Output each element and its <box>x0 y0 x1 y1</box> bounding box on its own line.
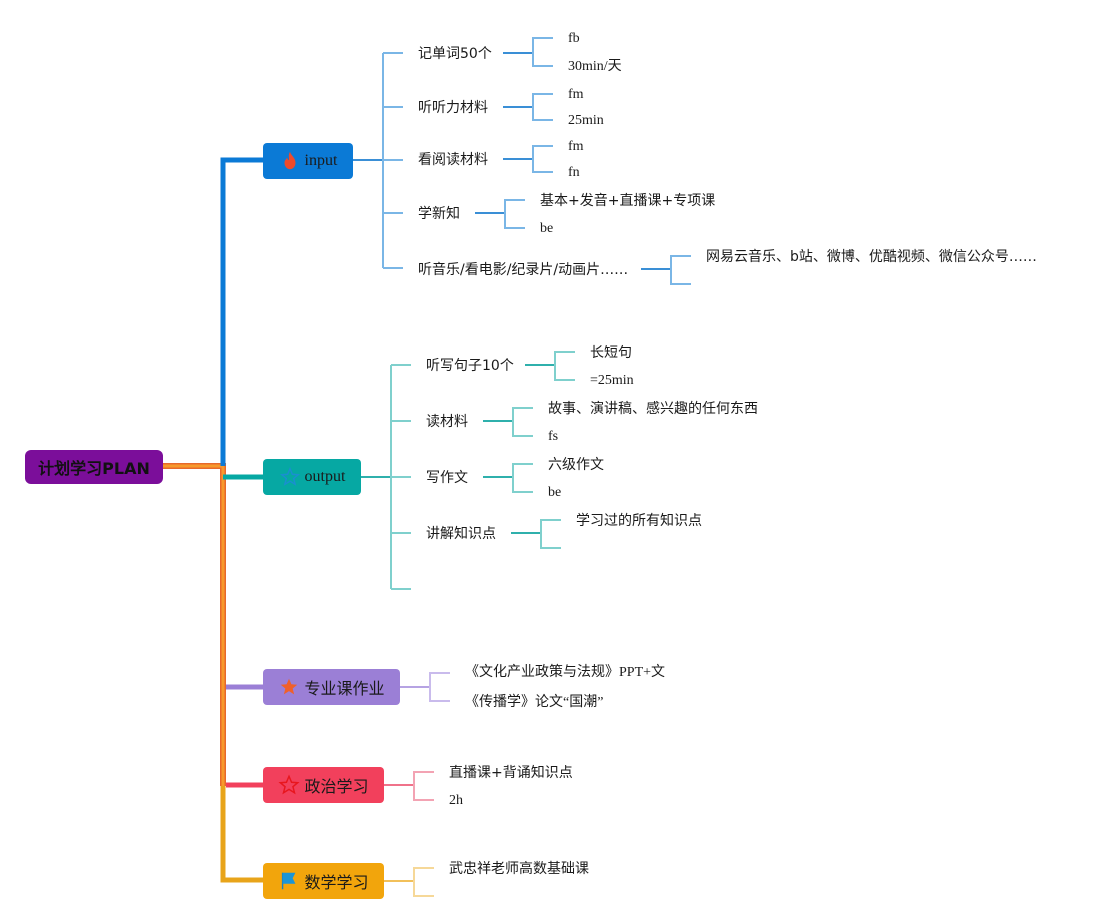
leaf-topic[interactable]: 25min <box>568 113 604 128</box>
leaf-topic[interactable]: be <box>548 485 562 500</box>
branch-output[interactable]: output <box>263 459 361 495</box>
connector-input <box>220 157 263 466</box>
subtopic[interactable]: 听听力材料 <box>418 100 488 116</box>
leaf-topic[interactable]: 长短句 <box>590 345 632 361</box>
leaf-topic[interactable]: fn <box>568 165 580 180</box>
major-subtree-lines <box>400 672 450 702</box>
leaf-topic[interactable]: fs <box>548 429 559 444</box>
branch-politics[interactable]: 政治学习 <box>263 767 384 803</box>
connector-root-trunk <box>163 463 226 786</box>
leaf-topic[interactable]: fb <box>568 31 580 46</box>
leaf-topic[interactable]: 武忠祥老师高数基础课 <box>449 861 589 877</box>
fire-icon <box>279 150 301 172</box>
output-subtree-lines <box>361 351 575 590</box>
subtopic[interactable]: 听音乐/看电影/纪录片/动画片…… <box>418 262 629 278</box>
leaf-topic[interactable]: 六级作文 <box>548 457 604 473</box>
connector-math <box>220 786 263 883</box>
branch-math[interactable]: 数学学习 <box>263 863 384 899</box>
root-topic-label: 计划学习PLAN <box>38 459 150 478</box>
leaf-topic[interactable]: 《传播学》论文“国潮” <box>465 695 604 710</box>
star-outline-red-icon <box>278 774 301 796</box>
subtopic[interactable]: 讲解知识点 <box>426 526 496 542</box>
leaf-topic[interactable]: fm <box>568 139 584 154</box>
branch-input[interactable]: input <box>263 143 353 179</box>
leaf-topic[interactable]: 《文化产业政策与法规》PPT+文 <box>465 665 666 680</box>
subtopic[interactable]: 记单词50个 <box>418 46 492 62</box>
root-topic[interactable]: 计划学习PLAN <box>25 450 163 484</box>
subtopic[interactable]: 听写句子10个 <box>426 358 514 374</box>
leaf-topic[interactable]: fm <box>568 87 584 102</box>
input-subtree-lines <box>353 37 691 285</box>
subtopic[interactable]: 学新知 <box>418 206 460 222</box>
leaf-topic[interactable]: be <box>540 221 554 236</box>
branch-major-homework[interactable]: 专业课作业 <box>263 669 400 705</box>
leaf-topic[interactable]: 故事、演讲稿、感兴趣的任何东西 <box>548 401 758 417</box>
leaf-topic[interactable]: 网易云音乐、b站、微博、优酷视频、微信公众号…… <box>706 249 1037 265</box>
branch-politics-label: 政治学习 <box>304 777 369 796</box>
branch-major-homework-label: 专业课作业 <box>304 679 385 698</box>
branch-math-label: 数学学习 <box>304 873 369 892</box>
leaf-topic[interactable]: 学习过的所有知识点 <box>576 513 702 529</box>
subtopic[interactable]: 读材料 <box>426 414 468 430</box>
flag-icon <box>278 870 300 892</box>
star-outline-icon <box>279 466 301 488</box>
leaf-topic[interactable]: =25min <box>590 373 634 388</box>
politics-subtree-lines <box>384 771 434 801</box>
connector-root-trunk-inner <box>163 464 225 786</box>
leaf-topic[interactable]: 30min/天 <box>568 59 622 74</box>
leaf-topic[interactable]: 直播课+背诵知识点 <box>449 765 573 781</box>
math-subtree-lines <box>384 867 434 897</box>
branch-output-label: output <box>304 468 346 485</box>
branch-input-label: input <box>304 152 338 169</box>
subtopic[interactable]: 看阅读材料 <box>418 152 488 168</box>
subtopic[interactable]: 写作文 <box>426 470 468 486</box>
star-filled-icon <box>278 676 300 698</box>
leaf-topic[interactable]: 2h <box>449 793 463 808</box>
leaf-topic[interactable]: 基本+发音+直播课+专项课 <box>540 193 716 209</box>
